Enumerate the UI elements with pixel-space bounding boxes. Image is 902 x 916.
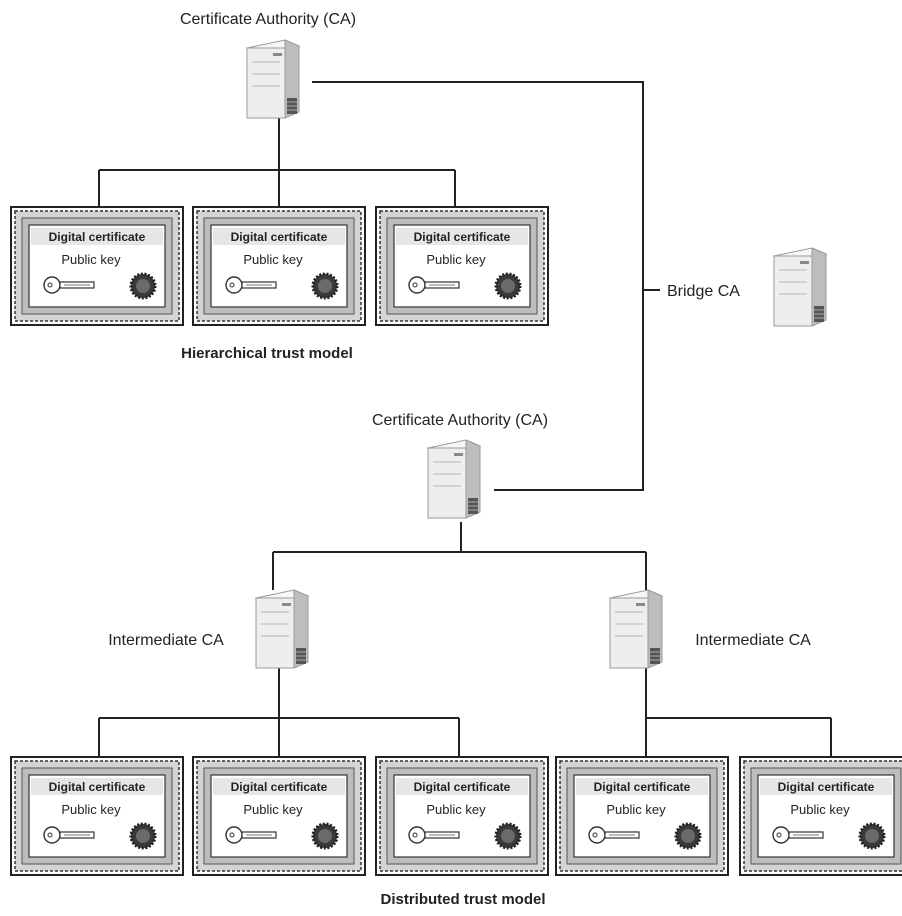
public-key-label: Public key: [790, 802, 850, 817]
certificate-title: Digital certificate: [414, 230, 511, 244]
public-key-label: Public key: [243, 252, 303, 267]
seal-icon: [311, 822, 339, 850]
middle-ca-label: Certificate Authority (CA): [372, 412, 548, 429]
certificate-title: Digital certificate: [231, 230, 328, 244]
intermediate-ca-right-label: Intermediate CA: [695, 632, 811, 649]
bridge-ca-label: Bridge CA: [667, 283, 740, 300]
public-key-label: Public key: [426, 252, 486, 267]
seal-icon: [674, 822, 702, 850]
public-key-label: Public key: [426, 802, 486, 817]
certificate-title: Digital certificate: [231, 780, 328, 794]
seal-icon: [494, 272, 522, 300]
hierarchical-trust-caption: Hierarchical trust model: [181, 345, 353, 362]
public-key-label: Public key: [61, 252, 121, 267]
certificate-title: Digital certificate: [49, 230, 146, 244]
distributed-trust-caption: Distributed trust model: [380, 891, 545, 908]
seal-icon: [129, 272, 157, 300]
certificate-title: Digital certificate: [778, 780, 875, 794]
intermediate-ca-left-server-icon: [255, 589, 309, 669]
certificate-title: Digital certificate: [414, 780, 511, 794]
intermediate-ca-right-server-icon: [609, 589, 663, 669]
seal-icon: [858, 822, 886, 850]
seal-icon: [129, 822, 157, 850]
bridge-ca-server-icon: [773, 247, 827, 327]
connector-lines: [98, 81, 832, 758]
public-key-label: Public key: [606, 802, 666, 817]
intermediate-ca-left-label: Intermediate CA: [108, 632, 224, 649]
public-key-label: Public key: [243, 802, 303, 817]
seal-icon: [311, 272, 339, 300]
top-ca-server-icon: [246, 39, 300, 119]
seal-icon: [494, 822, 522, 850]
certificate-title: Digital certificate: [49, 780, 146, 794]
middle-ca-server-icon: [427, 439, 481, 519]
certificate-title: Digital certificate: [594, 780, 691, 794]
top-ca-label: Certificate Authority (CA): [180, 11, 356, 28]
public-key-label: Public key: [61, 802, 121, 817]
